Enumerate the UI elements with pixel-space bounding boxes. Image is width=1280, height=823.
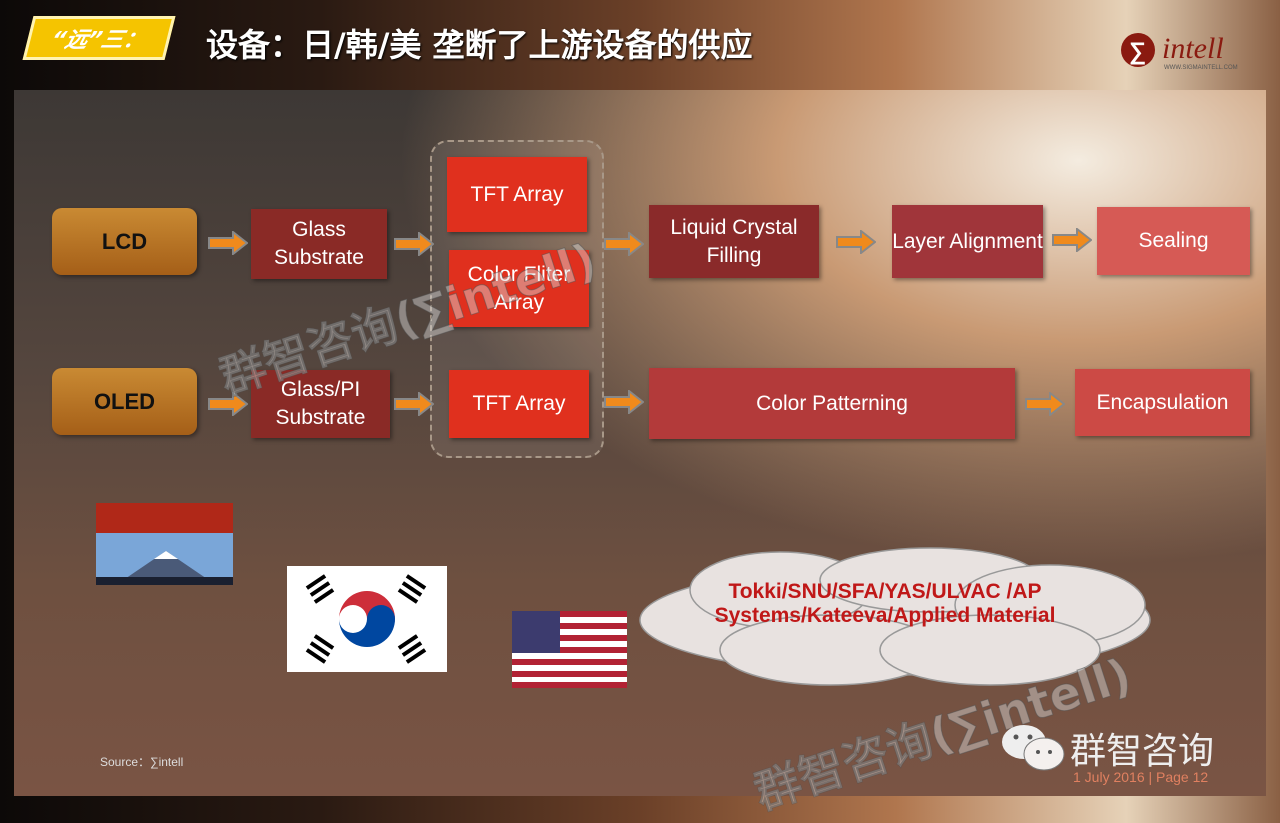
lcd-tft-array: TFT Array [447,157,587,232]
intell-logo: ∑ intell WWW.SIGMAINTELL.COM [1118,28,1258,72]
lcd-layer-alignment: Layer Alignment [892,205,1043,278]
oled-encapsulation: Encapsulation [1075,369,1250,436]
arrow-icon [836,230,876,254]
wechat-icon [1002,725,1065,771]
us-suppliers-text: Tokki/SNU/SFA/YAS/ULVAC /AP Systems/Kate… [714,580,1056,627]
date-page: 1 July 2016 | Page 12 [1073,769,1209,785]
arrow-icon [604,390,644,414]
korea-flag [287,566,447,672]
japan-image [96,503,233,585]
cloud-shape [639,547,1151,686]
arrow-icon [604,232,644,256]
lcd-color-filter: Color Fliter Array [449,250,589,327]
source-note: Source：∑intell [100,755,184,769]
svg-text:WWW.SIGMAINTELL.COM: WWW.SIGMAINTELL.COM [1164,65,1238,71]
lcd-glass-substrate: Glass Substrate [251,209,387,279]
oled-color-patterning: Color Patterning [649,368,1015,439]
brand-name: 群智咨询 [1070,731,1215,772]
arrow-icon [394,232,434,256]
arrow-icon [394,392,434,416]
lcd-sealing: Sealing [1097,207,1250,275]
oled-glass-substrate: Glass/PI Substrate [251,370,390,438]
arrow-icon [1052,228,1092,252]
oled-tft-array: TFT Array [449,370,589,438]
oled-label: OLED [52,368,197,435]
section-tag: “远”三： [22,16,176,60]
page-title: 设备：日/韩/美 垄断了上游设备的供应 [206,26,753,64]
svg-text:intell: intell [1162,32,1224,65]
lcd-liquid-crystal: Liquid Crystal Filling [649,205,819,278]
svg-text:∑: ∑ [1129,38,1146,65]
arrow-icon [208,231,248,255]
lcd-label: LCD [52,208,197,275]
us-flag [512,611,627,688]
arrow-icon [1025,392,1065,416]
